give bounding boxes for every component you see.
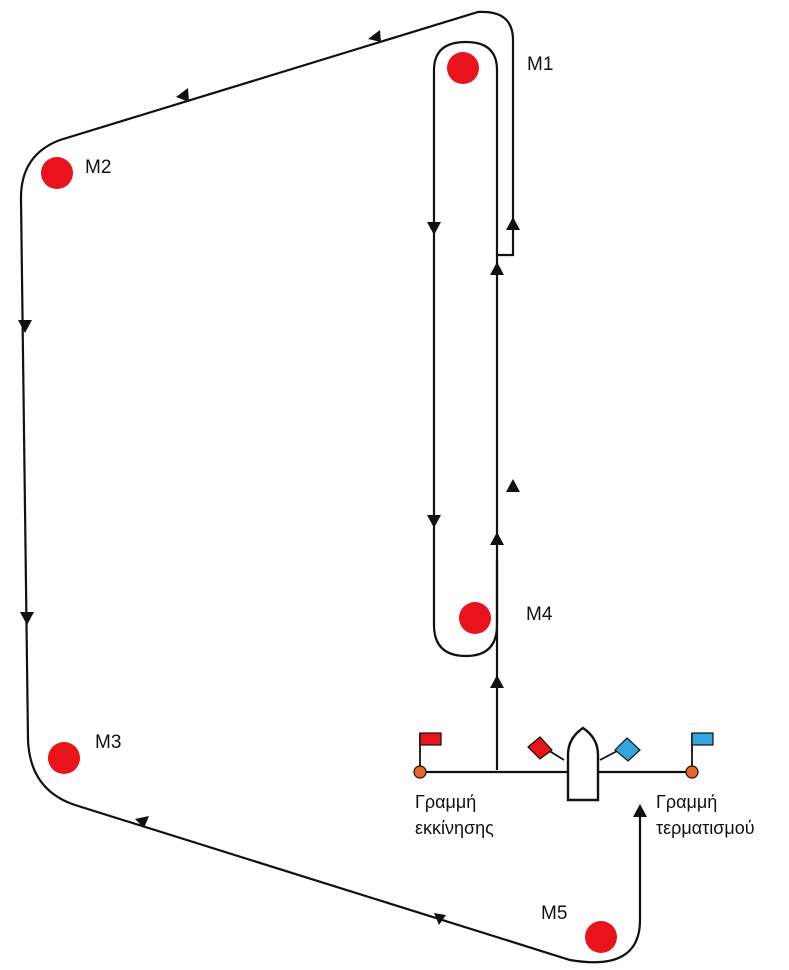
arrow-icon (506, 217, 520, 230)
mark-m2-label: M2 (85, 157, 111, 178)
arrow-icon (135, 816, 149, 828)
mark-m3 (48, 742, 80, 774)
arrow-icon (633, 804, 647, 817)
arrow-icon (506, 479, 520, 492)
finish-line-label-1: Γραμμή (656, 792, 717, 812)
arrow-icon (176, 88, 189, 102)
inner-loop-path (432, 40, 499, 658)
start-flag-icon (413, 732, 442, 779)
mark-m1 (447, 52, 479, 84)
arrow-icon (490, 532, 504, 545)
mark-m4 (459, 602, 491, 634)
arrow-icon (427, 222, 441, 235)
mark-m1-label: M1 (527, 54, 553, 75)
arrow-icon (490, 262, 504, 275)
start-line-label-1: Γραμμή (415, 792, 476, 812)
mark-m5-label: M5 (541, 903, 567, 924)
arrow-icon (368, 30, 381, 42)
committee-boat-icon (527, 726, 641, 802)
mark-m3-label: M3 (95, 732, 121, 753)
finish-flag-icon (685, 732, 714, 779)
arrow-icon (20, 612, 34, 625)
direction-arrows (18, 30, 647, 925)
mark-m4-label: M4 (526, 604, 553, 625)
mark-m2 (41, 157, 73, 189)
outer-course-path (19, 10, 642, 964)
arrow-icon (427, 515, 441, 528)
arrow-icon (490, 675, 504, 688)
mark-m5 (585, 921, 617, 953)
arrow-icon (18, 320, 32, 333)
finish-line-label-2: τερματισμού (656, 818, 755, 838)
arrow-icon (434, 913, 446, 925)
start-line-label-2: εκκίνησης (415, 818, 494, 838)
